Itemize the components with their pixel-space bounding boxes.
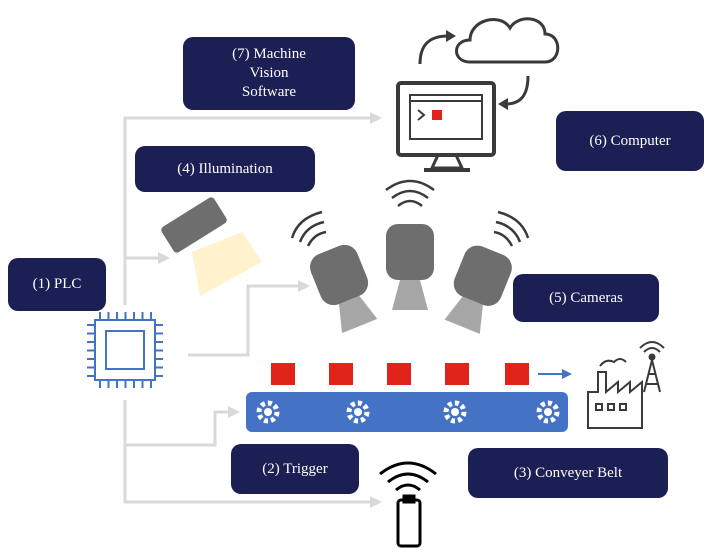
illumination-label: (4) Illumination — [135, 146, 315, 192]
camera-icon — [444, 245, 512, 334]
connector-plc-to-cameras — [188, 284, 300, 357]
gear-icon — [443, 400, 467, 424]
machine-vision-software-label: (7) Machine Vision Software — [183, 37, 355, 110]
products — [271, 363, 529, 385]
plc-chip-icon — [87, 312, 163, 388]
wifi-signal-icon — [290, 179, 530, 247]
connector-plc-to-belt — [123, 400, 232, 447]
cameras-group — [290, 179, 530, 334]
camera-icon — [386, 224, 434, 310]
sync-arrows-icon — [418, 30, 530, 110]
plc-label: (1) PLC — [8, 258, 106, 311]
factory-icon — [587, 358, 643, 429]
antenna-tower-icon — [639, 341, 665, 393]
conveyer-belt — [246, 392, 568, 432]
camera-icon — [309, 244, 378, 334]
flow-arrow-icon — [538, 369, 572, 379]
cameras-label: (5) Cameras — [513, 274, 659, 322]
computer-label: (6) Computer — [556, 111, 704, 171]
cloud-icon — [455, 17, 560, 64]
light-icon — [161, 197, 262, 296]
trigger-label: (2) Trigger — [231, 444, 359, 494]
computer-monitor-icon — [396, 81, 496, 172]
trigger-sensor-icon — [379, 461, 437, 548]
connector-lines — [123, 112, 382, 508]
gear-icon — [536, 400, 560, 424]
conveyer-belt-label: (3) Conveyer Belt — [468, 448, 668, 498]
gear-icon — [256, 400, 280, 424]
connector-plc-to-computer — [123, 116, 370, 305]
gear-icon — [346, 400, 370, 424]
connector-plc-to-trigger — [123, 445, 372, 504]
